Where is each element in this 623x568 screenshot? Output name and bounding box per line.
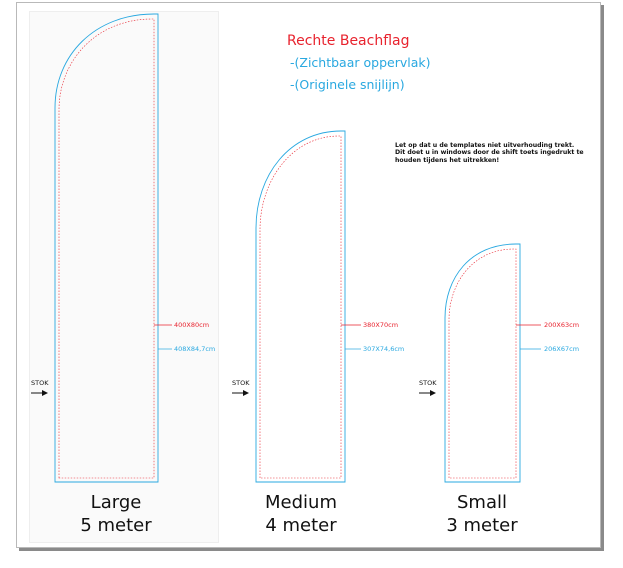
flag-medium-pole-label: STOK [232, 379, 250, 387]
large-flag-panel [29, 11, 219, 543]
flag-small-visible-dim: 200X63cm [544, 321, 580, 329]
flag-small-height: 3 meter [446, 515, 518, 536]
flag-large-visible-outline [58, 18, 155, 479]
flag-medium-visible-dim: 380X70cm [363, 321, 399, 329]
flag-small-caption: Small 3 meter [427, 491, 537, 537]
flag-medium-size-name: Medium [265, 492, 337, 513]
flag-large-size-name: Large [90, 492, 142, 513]
flag-medium-height: 4 meter [265, 515, 337, 536]
flag-large-visible-dim: 400X80cm [174, 321, 210, 329]
flag-small [419, 243, 541, 483]
flag-small-cut-outline [444, 243, 521, 483]
flag-large-caption: Large 5 meter [58, 491, 174, 537]
flag-medium-caption: Medium 4 meter [246, 491, 356, 537]
flag-large [31, 13, 172, 483]
flag-medium-cut-dim: 307X74,6cm [363, 345, 405, 353]
flag-large-cut-dim: 408X84,7cm [174, 345, 216, 353]
flag-small-visible-outline [448, 248, 517, 479]
legend-cut-line: -(Originele snijlijn) [290, 77, 405, 92]
flag-medium [232, 130, 361, 483]
flag-small-pole-label: STOK [419, 379, 437, 387]
flag-small-size-name: Small [457, 492, 507, 513]
diagram-title: Rechte Beachflag [287, 33, 410, 49]
note-line: houden tijdens het uitrekken! [395, 156, 500, 164]
note-line: Dit doet u in windows door de shift toet… [395, 149, 584, 157]
flag-large-pole-label: STOK [31, 379, 49, 387]
legend-visible-area: -(Zichtbaar oppervlak) [290, 55, 431, 70]
flag-large-height: 5 meter [80, 515, 152, 536]
stretch-warning-note: Let op dat u de templates niet uitverhou… [395, 142, 584, 164]
flag-medium-cut-outline [255, 130, 346, 483]
flag-large-cut-outline [54, 13, 159, 483]
flag-small-cut-dim: 206X67cm [544, 345, 580, 353]
flag-medium-visible-outline [259, 135, 342, 479]
note-line: Let op dat u de templates niet uitverhou… [395, 142, 575, 149]
